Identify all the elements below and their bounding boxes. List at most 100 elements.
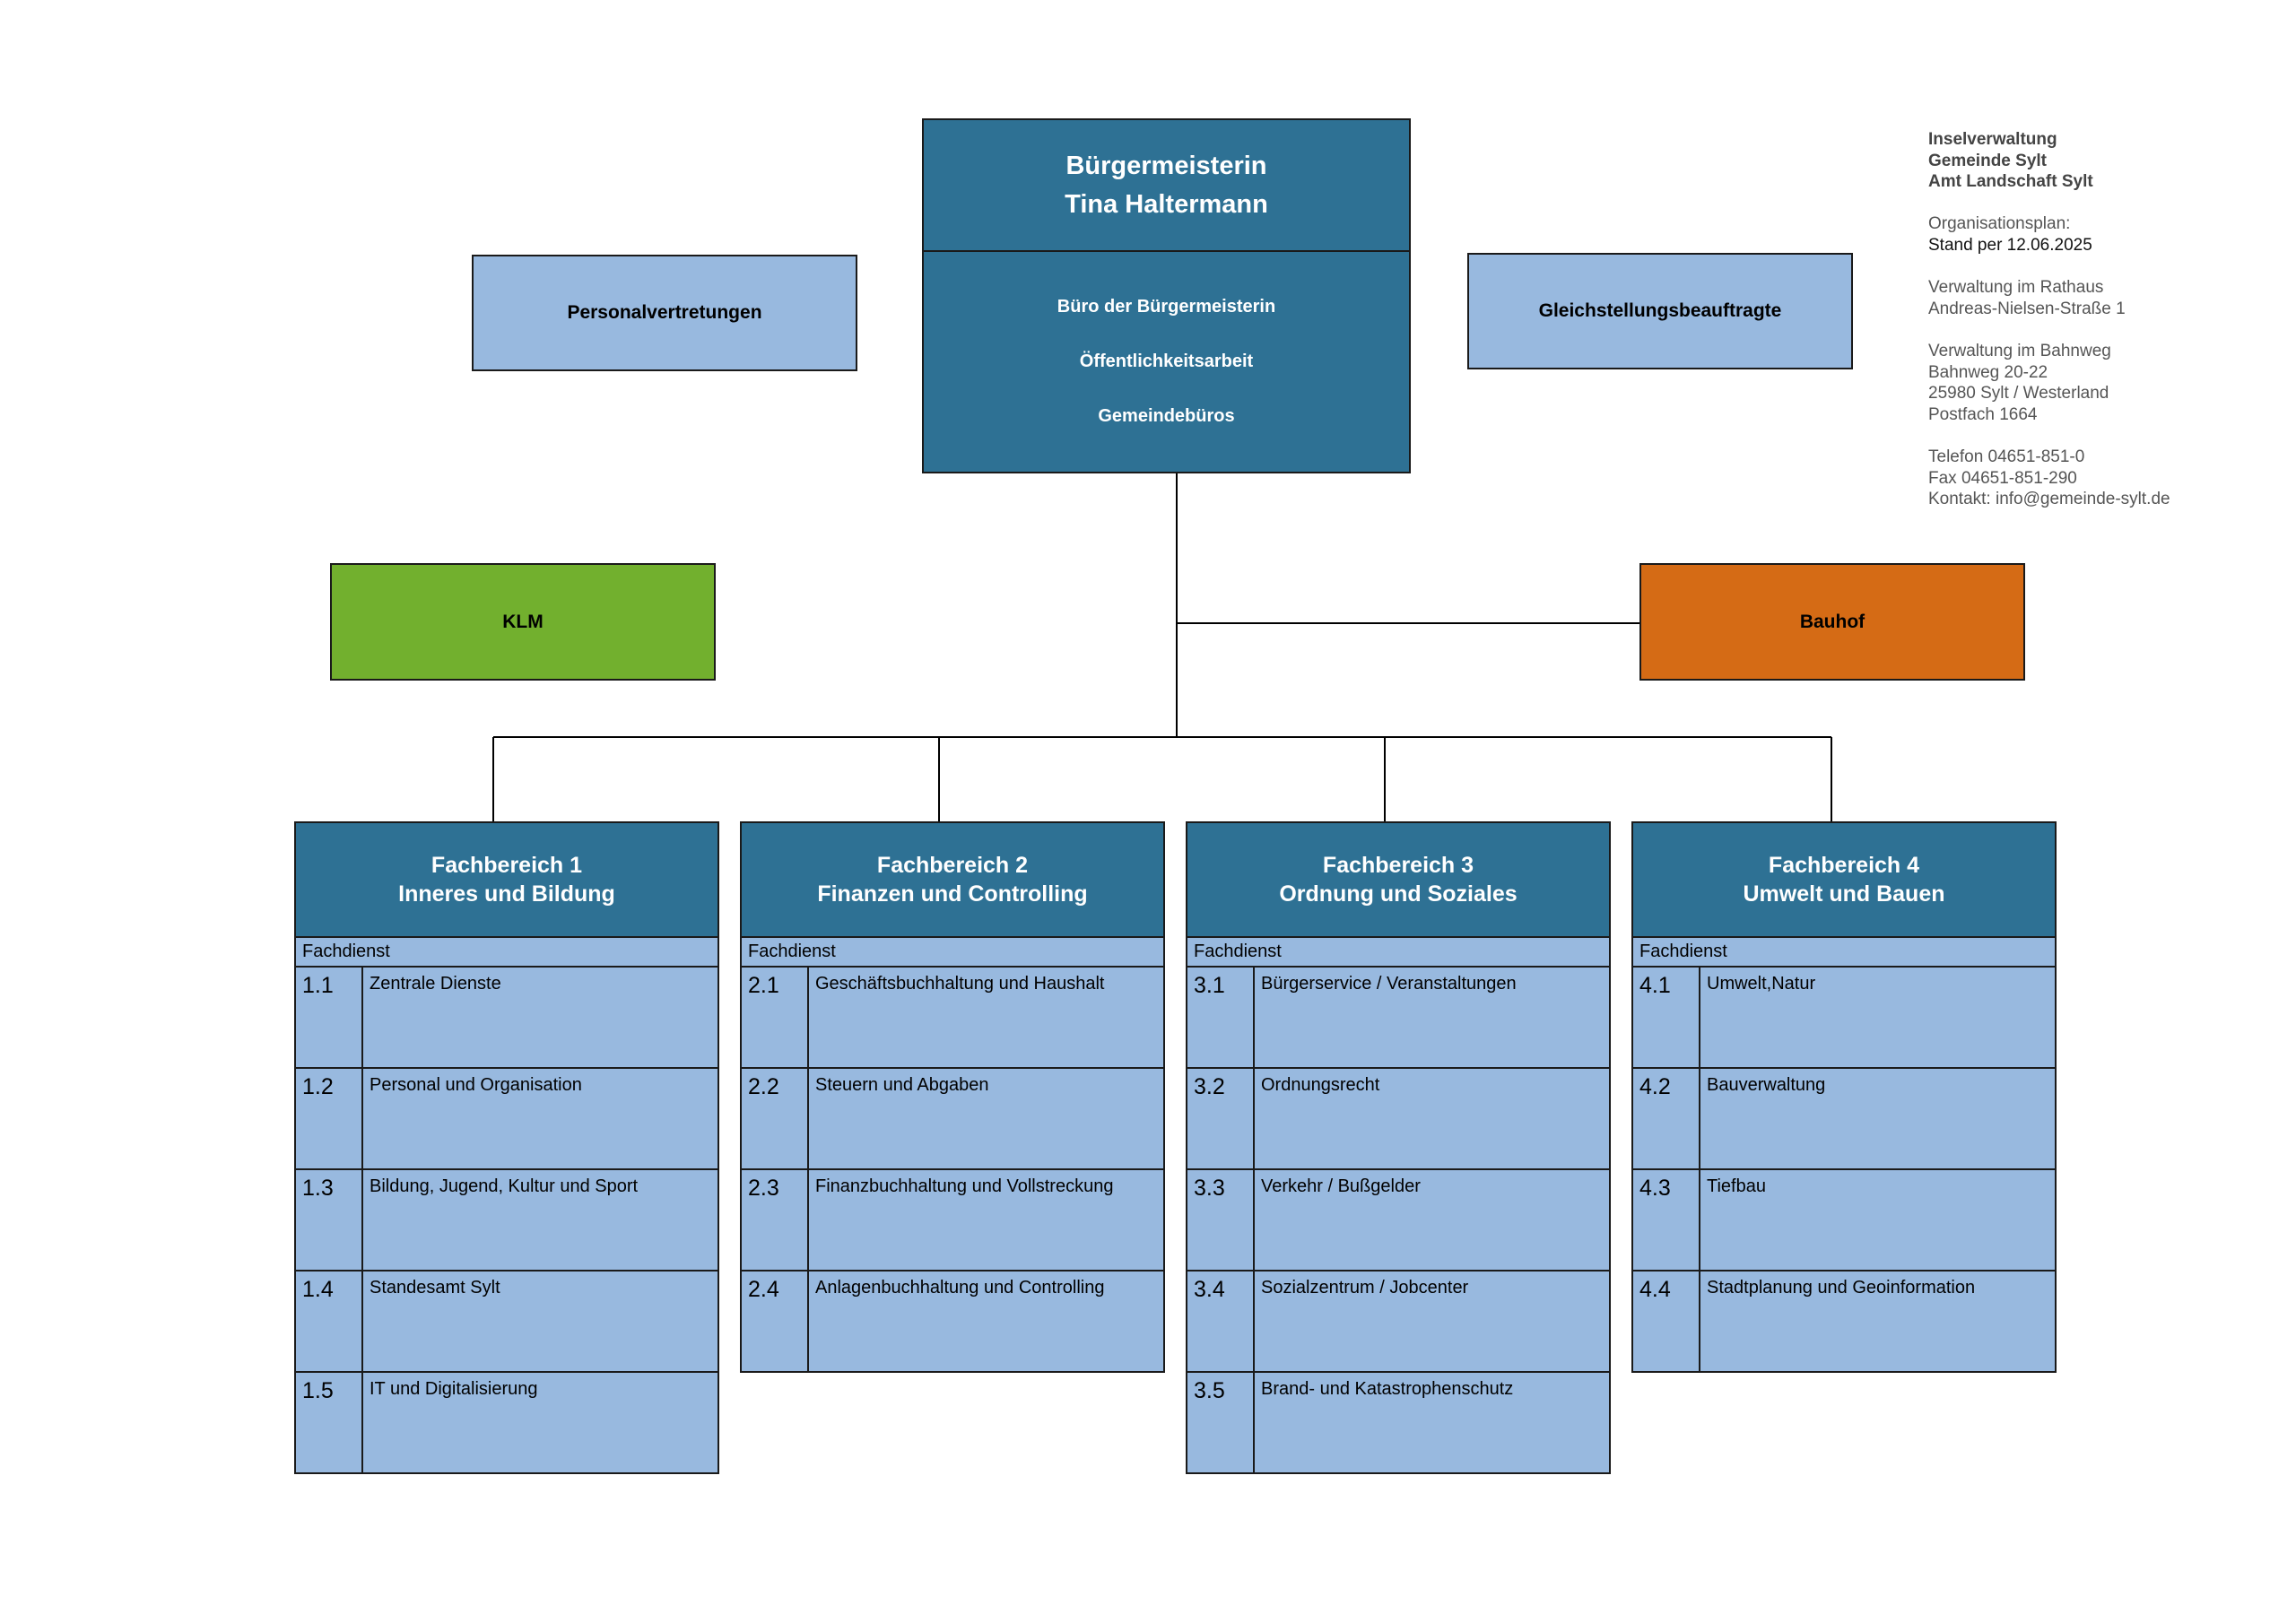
department-1: Fachbereich 1 Inneres und Bildung Fachdi… [294,821,719,1474]
unit-number: 2.3 [742,1170,809,1270]
mayor-office-box: Büro der Bürgermeisterin Öffentlichkeits… [922,250,1411,473]
office-item: Gemeindebüros [1098,406,1235,426]
plan-date: Stand per 12.06.2025 [1928,235,2092,255]
unit-column-label: Fachdienst [740,938,1165,968]
unit-row: 1.4 Standesamt Sylt [294,1271,719,1373]
bauhof-box: Bauhof [1639,563,2025,681]
unit-number: 4.1 [1633,968,1700,1067]
mayor-title: Bürgermeisterin [1065,151,1267,180]
equality-officer-box: Gleichstellungsbeauftragte [1467,253,1853,369]
unit-column-label: Fachdienst [294,938,719,968]
unit-name: Finanzbuchhaltung und Vollstreckung [815,1176,1114,1196]
unit-number: 3.2 [1187,1069,1255,1168]
unit-name: Ordnungsrecht [1261,1075,1380,1095]
staff-council-label: Personalvertretungen [567,302,762,323]
office2-label: Verwaltung im Bahnweg [1928,341,2111,360]
office2-street: Bahnweg 20-22 [1928,362,2048,382]
unit-name: Standesamt Sylt [370,1278,500,1298]
unit-row: 2.4 Anlagenbuchhaltung und Controlling [740,1271,1165,1373]
unit-number: 1.2 [296,1069,363,1168]
unit-name: Umwelt,Natur [1707,974,1816,994]
unit-row: 4.3 Tiefbau [1631,1170,2057,1271]
equality-officer-label: Gleichstellungsbeauftragte [1538,300,1782,321]
unit-row: 1.3 Bildung, Jugend, Kultur und Sport [294,1170,719,1271]
office1-label: Verwaltung im Rathaus [1928,278,2104,298]
unit-name: Zentrale Dienste [370,974,501,994]
office-item: Öffentlichkeitsarbeit [1079,352,1254,371]
unit-name: Verkehr / Bußgelder [1261,1176,1421,1196]
unit-name: Steuern und Abgaben [815,1075,989,1095]
department-title: Fachbereich 1 [430,853,583,878]
klm-box: KLM [330,563,716,681]
info-block: Inselverwaltung Gemeinde Sylt Amt Landsc… [1928,129,2170,510]
mayor-name: Tina Haltermann [1065,189,1268,219]
unit-number: 3.1 [1187,968,1255,1067]
unit-number: 3.5 [1187,1373,1255,1472]
department-title: Fachbereich 2 [876,853,1029,878]
fax: Fax 04651-851-290 [1928,468,2077,488]
unit-row: 3.2 Ordnungsrecht [1186,1069,1611,1170]
unit-row: 1.5 IT und Digitalisierung [294,1373,719,1474]
unit-name: IT und Digitalisierung [370,1379,538,1399]
office-item: Büro der Bürgermeisterin [1057,297,1276,317]
unit-number: 1.4 [296,1271,363,1371]
unit-number: 1.5 [296,1373,363,1472]
unit-number: 3.3 [1187,1170,1255,1270]
office2-city: 25980 Sylt / Westerland [1928,384,2109,404]
unit-name: Bildung, Jugend, Kultur und Sport [370,1176,639,1196]
unit-name: Bauverwaltung [1707,1075,1826,1095]
department-header: Fachbereich 2 Finanzen und Controlling [740,821,1165,938]
org-name-1: Inselverwaltung [1928,130,2057,149]
department-subtitle: Ordnung und Soziales [1279,881,1518,907]
unit-number: 1.3 [296,1170,363,1270]
unit-number: 4.3 [1633,1170,1700,1270]
unit-row: 2.2 Steuern und Abgaben [740,1069,1165,1170]
unit-number: 4.2 [1633,1069,1700,1168]
bauhof-label: Bauhof [1799,611,1866,632]
unit-name: Sozialzentrum / Jobcenter [1261,1278,1469,1298]
org-name-3: Amt Landschaft Sylt [1928,172,2093,192]
department-subtitle: Umwelt und Bauen [1743,881,1945,907]
department-title: Fachbereich 4 [1768,853,1920,878]
unit-name: Brand- und Katastrophenschutz [1261,1379,1514,1399]
phone: Telefon 04651-851-0 [1928,447,2085,466]
unit-column-label: Fachdienst [1186,938,1611,968]
office2-pobox: Postfach 1664 [1928,404,2038,424]
unit-number: 2.2 [742,1069,809,1168]
department-2: Fachbereich 2 Finanzen und Controlling F… [740,821,1165,1373]
unit-row: 3.4 Sozialzentrum / Jobcenter [1186,1271,1611,1373]
contact: Kontakt: info@gemeinde-sylt.de [1928,490,2170,509]
unit-name: Anlagenbuchhaltung und Controlling [815,1278,1105,1298]
office1-street: Andreas-Nielsen-Straße 1 [1928,299,2126,318]
unit-number: 3.4 [1187,1271,1255,1371]
department-subtitle: Finanzen und Controlling [817,881,1088,907]
klm-label: KLM [502,611,544,632]
department-subtitle: Inneres und Bildung [398,881,615,907]
unit-number: 2.4 [742,1271,809,1371]
unit-row: 4.1 Umwelt,Natur [1631,968,2057,1069]
department-header: Fachbereich 4 Umwelt und Bauen [1631,821,2057,938]
unit-number: 4.4 [1633,1271,1700,1371]
unit-row: 1.2 Personal und Organisation [294,1069,719,1170]
unit-row: 2.3 Finanzbuchhaltung und Vollstreckung [740,1170,1165,1271]
unit-name: Stadtplanung und Geoinformation [1707,1278,1976,1298]
unit-number: 2.1 [742,968,809,1067]
department-4: Fachbereich 4 Umwelt und Bauen Fachdiens… [1631,821,2057,1373]
org-name-2: Gemeinde Sylt [1928,151,2047,170]
unit-row: 1.1 Zentrale Dienste [294,968,719,1069]
mayor-box: Bürgermeisterin Tina Haltermann [922,118,1411,252]
unit-row: 4.4 Stadtplanung und Geoinformation [1631,1271,2057,1373]
unit-row: 4.2 Bauverwaltung [1631,1069,2057,1170]
department-header: Fachbereich 1 Inneres und Bildung [294,821,719,938]
unit-name: Tiefbau [1707,1176,1766,1196]
department-3: Fachbereich 3 Ordnung und Soziales Fachd… [1186,821,1611,1474]
unit-column-label: Fachdienst [1631,938,2057,968]
unit-number: 1.1 [296,968,363,1067]
unit-name: Geschäftsbuchhaltung und Haushalt [815,974,1105,994]
unit-row: 3.3 Verkehr / Bußgelder [1186,1170,1611,1271]
staff-council-box: Personalvertretungen [472,255,857,371]
unit-name: Personal und Organisation [370,1075,582,1095]
plan-label: Organisationsplan: [1928,214,2071,234]
department-header: Fachbereich 3 Ordnung und Soziales [1186,821,1611,938]
